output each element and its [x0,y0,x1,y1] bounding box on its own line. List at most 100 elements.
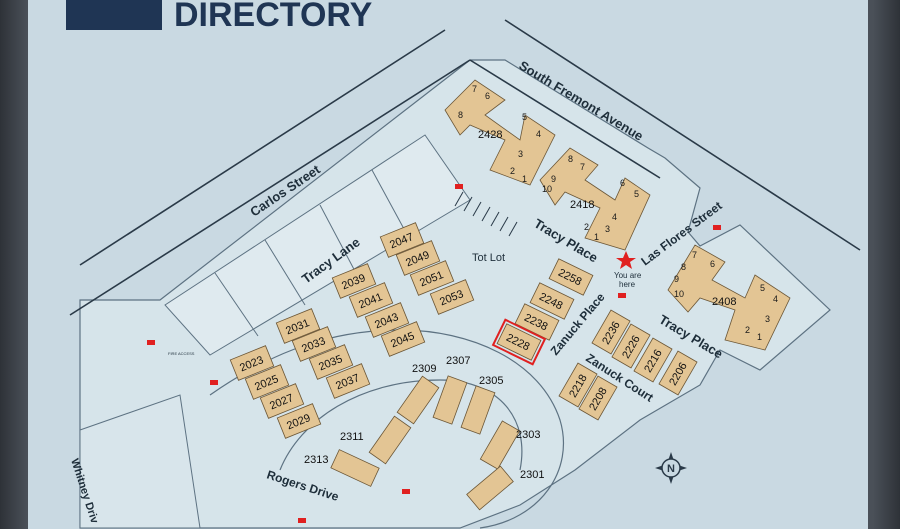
unit-block [259,383,305,419]
b2408-unit: 6 [710,259,715,269]
unit-2041: 2041 [348,282,394,318]
marker-icon [713,225,721,230]
highlighted-unit-box [491,318,547,366]
unit-2248: 2248 [529,282,575,320]
unit-block [432,375,468,425]
building-label-2408: 2408 [712,296,736,308]
unit-2039: 2039 [331,263,377,299]
unit-block [591,309,631,355]
unit-block [496,323,542,361]
unit-block [529,282,575,320]
unit-2313: 2313 [304,449,380,487]
unit-2258: 2258 [548,258,594,296]
unit-label: 2301 [520,469,544,481]
unit-2045: 2045 [380,321,426,357]
b2418-unit: 8 [568,154,573,164]
unit-block [348,282,394,318]
unit-2025: 2025 [244,364,290,400]
b2428-unit: 7 [472,84,477,94]
red-markers [147,184,721,523]
unit-block [395,240,441,276]
fire-access-label: FIRE ACCESS [168,351,195,356]
unit-block [466,465,514,511]
b2418-unit: 5 [634,189,639,199]
b2408-unit: 4 [773,294,778,304]
unit-block [479,420,521,470]
unit-label: 2309 [412,363,436,375]
unit-block [229,345,275,381]
unit-block [658,350,698,396]
unit-block [548,258,594,296]
unit-2027: 2027 [259,383,305,419]
b2408-unit: 1 [757,332,762,342]
unit-2309: 2309 [396,363,440,425]
building-label-2428: 2428 [478,129,502,141]
unit-2305: 2305 [460,375,503,435]
unit-2303: 2303 [479,420,540,470]
marker-icon [298,518,306,523]
unit-block [291,326,337,362]
unit-2047: 2047 [379,222,425,258]
b2408-unit: 7 [692,250,697,260]
unit-2023: 2023 [229,345,275,381]
building-unit-labels: 7 6 8 5 4 3 2 1 8 7 9 10 6 5 4 3 2 1 7 8… [458,84,778,342]
b2418-unit: 9 [551,174,556,184]
unit-2228: 2228 [496,323,542,361]
unit-block [380,321,426,357]
b2418-unit: 10 [542,184,552,194]
b2408-unit: 3 [765,314,770,324]
b2428-unit: 6 [485,91,490,101]
unit-block [308,344,354,380]
unit-block [379,222,425,258]
building-2428 [444,79,556,186]
unit-block [275,308,321,344]
unit-block [396,375,440,425]
b2418-unit: 1 [594,232,599,242]
parking-stalls-top [454,191,518,237]
b2418-unit: 4 [612,212,617,222]
compass-icon: N [655,452,687,484]
b2418-unit: 6 [620,178,625,188]
unit-2301: 2301 [466,465,544,511]
b2408-unit: 8 [681,262,686,272]
star-icon [616,251,636,269]
b2408-unit: 2 [745,325,750,335]
unit-block [429,279,475,315]
road-lines [69,19,861,316]
unit-2029: 2029 [276,403,322,439]
you-are-here-line2: here [619,280,636,289]
unit-2033: 2033 [291,326,337,362]
building-labels: 2428 2 4 1 8 2408 [478,129,736,308]
lower-left-lot [79,394,201,529]
b2428-unit: 4 [536,129,541,139]
unit-2035: 2035 [308,344,354,380]
unit-label: 2311 [340,431,364,443]
b2408-unit: 5 [760,283,765,293]
unit-block [633,337,673,383]
unit-block [409,260,455,296]
unit-block [276,403,322,439]
unit-2031: 2031 [275,308,321,344]
unit-2236: 2236 [591,309,631,355]
b2408-unit: 9 [674,274,679,284]
unit-label: 2313 [304,454,328,466]
b2418-unit: 7 [580,162,585,172]
unit-block [460,385,496,435]
unit-block [331,263,377,299]
unit-block [578,375,618,421]
you-are-here-marker: You are here [614,251,642,289]
b2428-unit: 3 [518,149,523,159]
townhouse-units: 2047204920512053203920412043204520312033… [229,222,698,511]
unit-2307: 2307 [432,355,470,425]
building-2408 [667,244,791,351]
marker-icon [402,489,410,494]
marker-icon [210,380,218,385]
unit-2208: 2208 [578,375,618,421]
b2428-unit: 2 [510,166,515,176]
unit-2218: 2218 [558,362,598,408]
tot-lot-label: Tot Lot [472,252,505,264]
unit-2043: 2043 [364,302,410,338]
b2428-unit: 1 [522,174,527,184]
b2418-unit: 3 [605,224,610,234]
unit-block [558,362,598,408]
